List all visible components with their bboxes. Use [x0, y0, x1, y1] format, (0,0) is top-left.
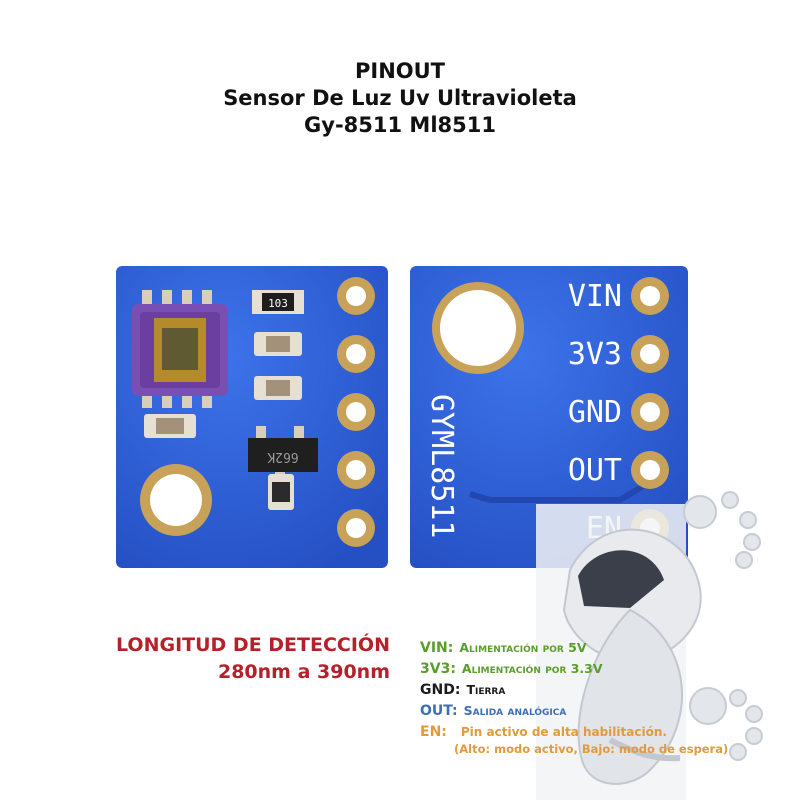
legend-row-3v3: 3V3: Alimentación por 3.3V	[420, 661, 780, 682]
legend-key: 3V3:	[420, 661, 456, 677]
pin-label-vin: VIN	[568, 279, 622, 314]
legend-key: VIN:	[420, 640, 454, 656]
header-pads	[337, 277, 375, 547]
legend-value: Salida analógica	[463, 703, 567, 718]
legend-key: OUT:	[420, 703, 458, 719]
pin-label-gnd: GND	[568, 395, 622, 430]
legend-row-en: EN: Pin activo de alta habilitación.	[420, 724, 780, 742]
legend-value: Tierra	[466, 682, 506, 697]
detection-label: LONGITUD DE DETECCIÓN	[116, 634, 390, 656]
uv-sensor-chip	[132, 290, 228, 408]
legend-row-gnd: GND: Tierra	[420, 682, 780, 703]
pcb-board-front: 103 662K	[116, 266, 388, 568]
legend-note: (Alto: modo activo, Bajo: modo de espera…	[454, 742, 729, 756]
capacitor	[254, 332, 302, 356]
title-line-1: PINOUT	[354, 59, 445, 83]
robot-mascot-illustration	[536, 491, 763, 800]
pin-legend: VIN: Alimentación por 5V 3V3: Alimentación…	[420, 640, 780, 756]
title-line-3: Gy-8511 Ml8511	[304, 113, 496, 137]
capacitor	[144, 414, 196, 438]
resistor-103: 103	[252, 290, 304, 314]
resistor-code: 103	[268, 297, 288, 310]
ic-code: 662K	[267, 449, 298, 464]
pin-label-3v3: 3V3	[568, 337, 622, 372]
page-title: PINOUT Sensor De Luz Uv Ultravioleta Gy-…	[0, 58, 800, 139]
detection-range: LONGITUD DE DETECCIÓN 280nm a 390nm	[60, 632, 390, 686]
silkscreen-label: GYML8511	[424, 394, 459, 539]
mounting-hole	[140, 464, 212, 536]
legend-value: Pin activo de alta habilitación.	[460, 725, 667, 739]
detection-range-value: 280nm a 390nm	[217, 661, 390, 683]
capacitor	[268, 474, 294, 510]
legend-row-out: OUT: Salida analógica	[420, 703, 780, 724]
capacitor	[254, 376, 302, 400]
pcb-front-illustration: 103 662K	[116, 266, 388, 568]
legend-value: Alimentación por 3.3V	[461, 661, 603, 676]
legend-key: EN:	[420, 724, 447, 740]
legend-row-vin: VIN: Alimentación por 5V	[420, 640, 780, 661]
legend-key: GND:	[420, 682, 461, 698]
legend-value: Alimentación por 5V	[459, 640, 587, 655]
mounting-hole	[432, 282, 524, 374]
pin-label-out: OUT	[568, 453, 622, 488]
title-line-2: Sensor De Luz Uv Ultravioleta	[223, 86, 577, 110]
